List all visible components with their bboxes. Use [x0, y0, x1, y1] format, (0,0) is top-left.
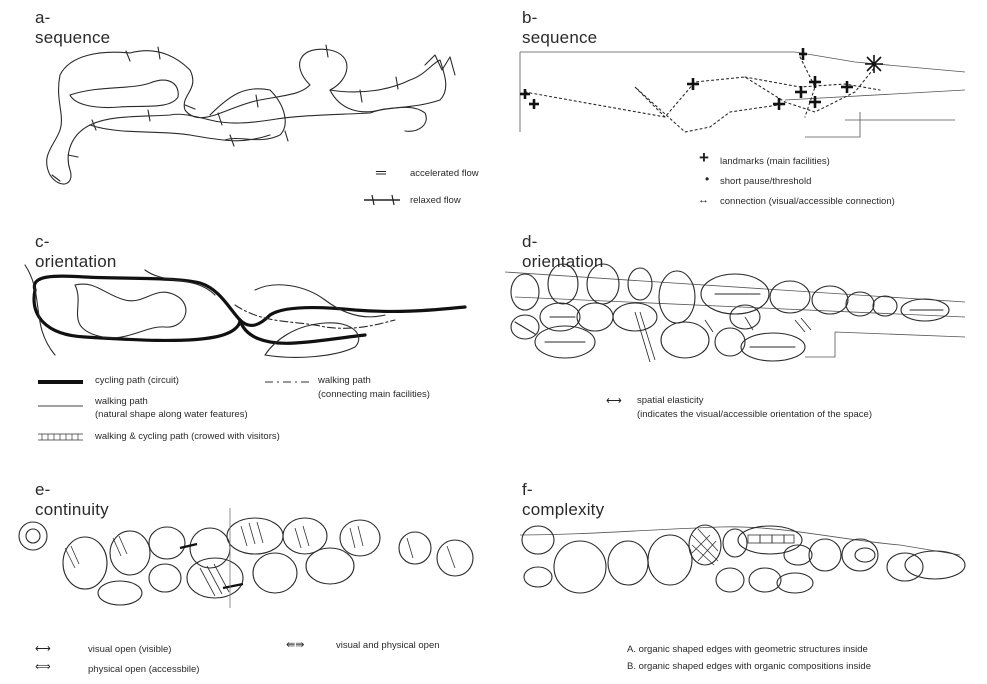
legend-relaxed-flow: relaxed flow — [410, 195, 461, 207]
walk-cycle-symbol — [38, 433, 83, 441]
sequence-b-sketch — [515, 42, 965, 152]
legend-connection: connection (visual/accessible connection… — [720, 196, 895, 208]
legend-physical-open: physical open (accessbile) — [88, 664, 199, 676]
cycling-path-symbol — [38, 378, 83, 386]
landmark-symbol: + — [699, 148, 709, 168]
physical-open-symbol: ⟺ — [35, 660, 51, 673]
legend-walking-main-sub: (connecting main facilities) — [318, 389, 430, 401]
legend-walk-cycle-path: walking & cycling path (crowed with visi… — [95, 431, 280, 443]
relaxed-flow-symbol — [362, 194, 402, 206]
elasticity-symbol: ⟷ — [606, 394, 622, 407]
legend-complexity-a: A. organic shaped edges with geometric s… — [627, 644, 868, 656]
legend-walking-natural: walking path — [95, 396, 148, 408]
legend-visual-open: visual open (visible) — [88, 644, 171, 656]
legend-short-pause: short pause/threshold — [720, 176, 811, 188]
legend-visual-physical-open: visual and physical open — [336, 640, 440, 652]
legend-spatial-elasticity: spatial elasticity — [637, 395, 704, 407]
walking-main-symbol — [265, 378, 310, 386]
pause-symbol: • — [705, 172, 709, 186]
connection-symbol: ↔ — [698, 194, 709, 206]
accelerated-flow-symbol: ═ — [376, 164, 386, 180]
legend-spatial-elasticity-sub: (indicates the visual/accessible orienta… — [637, 409, 872, 421]
legend-walking-natural-sub: (natural shape along water features) — [95, 409, 248, 421]
legend-accelerated-flow: accelerated flow — [410, 168, 479, 180]
sequence-a-sketch — [30, 35, 500, 215]
legend-complexity-b: B. organic shaped edges with organic com… — [627, 661, 871, 673]
orientation-d-sketch — [505, 262, 965, 372]
legend-walking-main: walking path — [318, 375, 371, 387]
visual-physical-open-symbol: ⇚⇛ — [286, 638, 304, 651]
continuity-e-sketch — [15, 508, 485, 618]
legend-landmarks: landmarks (main facilities) — [720, 156, 830, 168]
legend-cycling-path: cycling path (circuit) — [95, 375, 179, 387]
orientation-c-sketch — [25, 265, 475, 365]
walking-natural-symbol — [38, 402, 83, 410]
panel-title: f-complexity — [522, 480, 604, 520]
visual-open-symbol: ⟷ — [35, 642, 51, 655]
complexity-f-sketch — [520, 515, 970, 605]
